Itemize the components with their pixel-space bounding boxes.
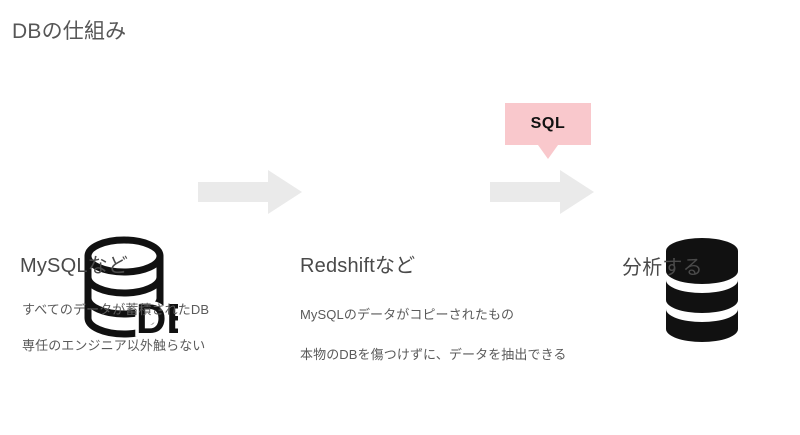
- page-title: DBの仕組み: [12, 20, 127, 43]
- sql-callout-label: SQL: [530, 115, 566, 132]
- arrow-right-icon: [198, 170, 302, 219]
- arrow-right-icon: [490, 170, 594, 219]
- stage-description: 本物のDBを傷つけずに、データを抽出できる: [300, 347, 567, 362]
- stage-label-analyze: 分析する: [622, 257, 703, 279]
- stage-description: 専任のエンジニア以外触らない: [22, 338, 206, 353]
- database-solid-icon: [662, 238, 742, 347]
- stage-description: MySQLのデータがコピーされたもの: [300, 307, 515, 322]
- stage-label-redshift: Redshiftなど: [300, 255, 416, 277]
- sql-callout: SQL: [505, 103, 591, 159]
- stage-label-mysql: MySQLなど: [20, 255, 129, 277]
- database-outline-db-icon: DB: [82, 232, 200, 349]
- speech-bubble-tail-icon: [538, 145, 558, 159]
- speech-bubble-icon: SQL: [505, 103, 591, 145]
- stage-description: すべてのデータが蓄積されたDB: [22, 302, 210, 317]
